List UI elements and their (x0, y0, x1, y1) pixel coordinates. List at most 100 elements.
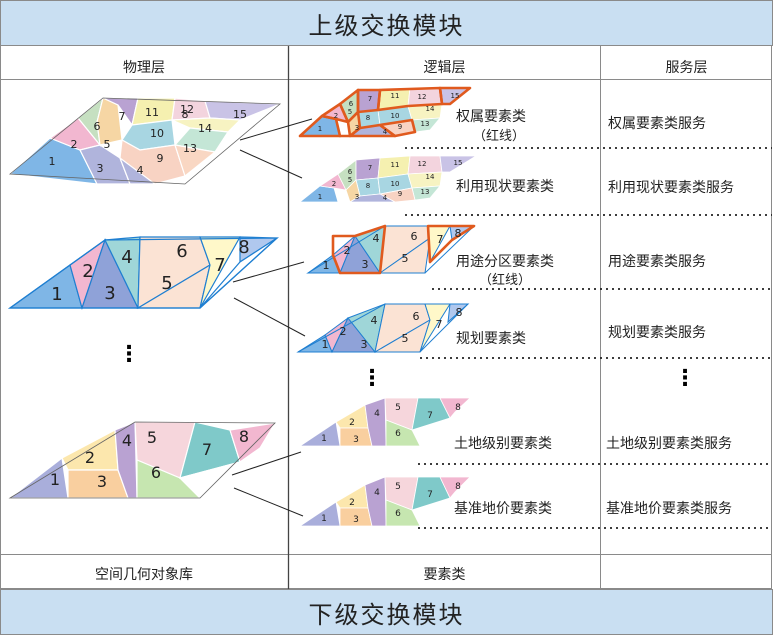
parcel-label: 11 (145, 106, 159, 119)
feature-land-grade-label: 土地级别要素类 (454, 436, 552, 452)
service-ownership: 权属要素类服务 (608, 116, 706, 132)
svg-text:12: 12 (418, 160, 427, 168)
service-zoning: 用途要素类服务 (608, 254, 706, 270)
parcel-label: 5 (161, 273, 172, 294)
svg-text:9: 9 (398, 123, 402, 131)
svg-text:9: 9 (398, 190, 402, 198)
svg-text:12: 12 (418, 93, 427, 101)
svg-text:6: 6 (395, 509, 401, 519)
parcel-label: 7 (214, 255, 225, 276)
feature-zoning-label: 用途分区要素类 (456, 254, 554, 270)
svg-text:7: 7 (368, 95, 372, 103)
svg-text:1: 1 (323, 259, 330, 272)
feature-ownership-label: 权属要素类 (456, 109, 526, 125)
svg-text:3: 3 (353, 515, 359, 525)
svg-text:6: 6 (411, 230, 418, 243)
svg-text:8: 8 (455, 403, 461, 413)
parcel-label: 4 (121, 247, 132, 268)
svg-text:2: 2 (340, 325, 347, 338)
service-land-use: 利用现状要素类服务 (608, 180, 734, 196)
svg-text:2: 2 (349, 418, 355, 428)
parcel-label: 3 (104, 283, 115, 304)
service-planning: 规划要素类服务 (608, 325, 706, 341)
svg-text:4: 4 (374, 488, 380, 498)
svg-text:10: 10 (391, 180, 400, 188)
parcel-label: 7 (119, 110, 126, 123)
svg-text:4: 4 (383, 128, 388, 136)
feature-land-price-label: 基准地价要素类 (454, 501, 552, 517)
bottom-exchange-module: 下级交换模块 (0, 589, 773, 635)
svg-text:10: 10 (391, 112, 400, 120)
svg-text:5: 5 (348, 108, 352, 116)
svg-text:5: 5 (348, 176, 352, 184)
svg-text:7: 7 (427, 411, 433, 421)
svg-text:7: 7 (437, 233, 444, 246)
svg-text:5: 5 (402, 332, 409, 345)
svg-text:15: 15 (451, 92, 460, 100)
svg-text:7: 7 (368, 164, 372, 172)
connector-lines (231, 118, 313, 517)
svg-text:3: 3 (361, 338, 368, 351)
feature-planning-label: 规划要素类 (456, 331, 526, 347)
dotted-separators (405, 147, 772, 529)
svg-text:3: 3 (355, 193, 359, 201)
parcel-label: 8 (182, 108, 189, 121)
parcel-label: 13 (183, 142, 197, 155)
service-land-grade: 土地级别要素类服务 (606, 436, 732, 452)
parcel-label: 15 (233, 108, 247, 121)
feature-land-use-label: 利用现状要素类 (456, 179, 554, 195)
svg-text:4: 4 (373, 232, 380, 245)
svg-text:14: 14 (426, 105, 435, 113)
svg-text:2: 2 (344, 244, 351, 257)
svg-text:7: 7 (436, 318, 443, 331)
header-physical-layer: 物理层 (123, 60, 165, 76)
parcel-label: 10 (150, 127, 164, 140)
parcel-label: 8 (238, 237, 249, 258)
parcel-label: 9 (157, 152, 164, 165)
svg-text:3: 3 (362, 258, 369, 271)
svg-text:5: 5 (402, 252, 409, 265)
parcel-label: 14 (198, 122, 212, 135)
top-exchange-module: 上级交换模块 (0, 0, 773, 46)
parcel-label: 5 (147, 428, 157, 447)
footer-spatial-object-library: 空间几何对象库 (95, 567, 193, 583)
header-service-layer: 服务层 (665, 60, 708, 76)
parcel-label: 6 (94, 120, 101, 133)
svg-text:3: 3 (355, 124, 359, 132)
svg-text:1: 1 (318, 125, 322, 133)
parcel-label: 12 (180, 103, 194, 116)
feature-ownership-note: （红线） (473, 129, 526, 144)
parcel-label: 1 (49, 155, 56, 168)
svg-text:8: 8 (366, 182, 370, 190)
svg-text:6: 6 (349, 100, 354, 108)
parcel-label: 3 (97, 472, 107, 491)
svg-text:3: 3 (353, 435, 359, 445)
ellipsis-service: ⋮ (674, 366, 696, 391)
svg-text:11: 11 (391, 161, 400, 169)
svg-text:6: 6 (395, 429, 401, 439)
svg-text:4: 4 (374, 409, 380, 419)
parcel-label: 2 (82, 261, 93, 282)
svg-text:2: 2 (332, 180, 336, 188)
svg-text:13: 13 (421, 120, 430, 128)
svg-text:11: 11 (391, 92, 400, 100)
svg-text:4: 4 (383, 194, 388, 202)
parcel-label: 8 (239, 427, 249, 446)
svg-text:1: 1 (318, 193, 322, 201)
parcel-label: 7 (202, 440, 212, 459)
parcel-label: 6 (176, 241, 187, 262)
svg-text:1: 1 (321, 514, 327, 524)
svg-text:6: 6 (413, 310, 420, 323)
parcel-label: 2 (85, 448, 95, 467)
parcel-label: 1 (51, 284, 62, 305)
svg-text:8: 8 (455, 227, 462, 240)
